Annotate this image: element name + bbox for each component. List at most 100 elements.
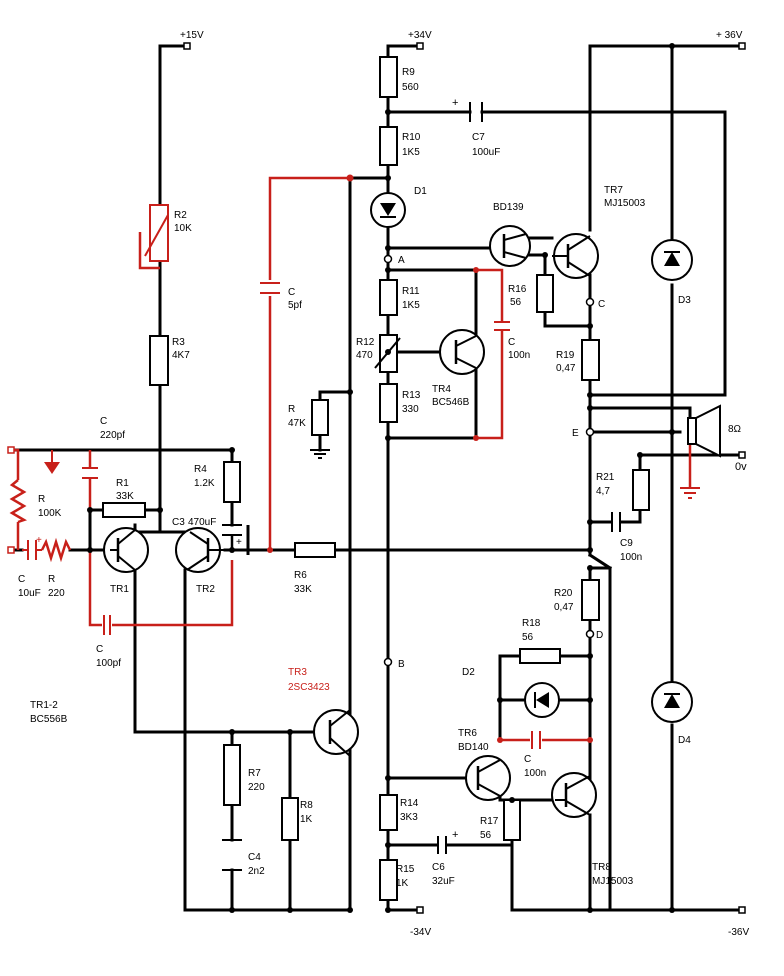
rail-gnd-label: 0v [735,461,747,473]
rail-m34-label: -34V [410,927,431,938]
r47k-ref: R [288,404,295,415]
c3-ref: C3 [172,517,185,528]
tr6-ref: TR6 [458,728,477,739]
tr7-val: MJ15003 [604,198,646,209]
r2-wiper [144,214,169,257]
tr2-ref: TR2 [196,584,215,595]
red-modifications [10,176,692,742]
r17-resistor [503,799,521,841]
c3-capacitor [222,524,250,555]
r19-ref: R19 [556,350,575,361]
rin-ref: R [48,574,55,585]
r6-resistor [294,542,336,558]
r9-resistor [379,56,398,98]
c5pf-val: 5pf [288,300,302,311]
r21-val: 4,7 [596,486,610,497]
r19-resistor [581,339,600,381]
node-e-label: E [572,428,579,439]
ground-triangle-icon [44,462,60,474]
d2-ref: D2 [462,667,475,678]
c5pf-ref: C [288,287,295,298]
c100n-bot-val: 100n [524,768,546,779]
r14-resistor [379,794,398,831]
tr8-ref: TR8 [592,862,611,873]
tr7-ref: TR7 [604,185,623,196]
c100n-top-ref: C [508,337,515,348]
c100pf-ref: C [96,644,103,655]
r16-val: 56 [510,297,522,308]
c7-polarity: + [452,97,458,109]
rin-resistor [40,537,72,563]
r6-ref: R6 [294,570,307,581]
c3-polarity: + [236,537,242,548]
d1-ref: D1 [414,186,427,197]
r14-val: 3K3 [400,812,418,823]
r4-ref: R4 [194,464,207,475]
c7-val: 100uF [472,147,500,158]
r10-val: 1K5 [402,147,420,158]
r15-ref: R15 [396,864,415,875]
r3-val: 4K7 [172,350,190,361]
c220-capacitor [82,467,98,479]
c4-val: 2n2 [248,866,265,877]
r47k-val: 47K [288,418,306,429]
node-a-label: A [398,255,405,266]
r12-val: 470 [356,350,373,361]
r13-val: 330 [402,404,419,415]
ground-icon [680,487,700,499]
tr4-ref: TR4 [432,384,451,395]
c100n-bot-capacitor [531,731,541,749]
r9-val: 560 [402,82,419,93]
r7-val: 220 [248,782,265,793]
r6-val: 33K [294,584,312,595]
r100k-ref: R [38,494,45,505]
c220-val: 220pf [100,430,125,441]
r1-ref: R1 [116,478,129,489]
r8-val: 1K [300,814,313,825]
node-d-label: D [596,630,603,641]
rin-val: 220 [48,588,65,599]
tr6-transistor [465,755,511,801]
node-c-label: C [598,299,605,310]
c9-val: 100n [620,552,642,563]
r47k-resistor [311,399,329,436]
r1-val: 33K [116,491,134,502]
speaker-icon [687,404,721,458]
r16-ref: R16 [508,284,527,295]
c3-val: 470uF [188,517,216,528]
r3-resistor [149,335,169,386]
tr4-val: BC546B [432,397,470,408]
c7-capacitor [469,102,483,122]
rail-p34-label: +34V [408,30,432,41]
r20-val: 0,47 [554,602,574,613]
r13-resistor [379,383,398,423]
c9-ref: C9 [620,538,633,549]
d1-diode [370,192,406,228]
rail-m36-label: -36V [728,927,749,938]
r100k-val: 100K [38,508,62,519]
r16-resistor [536,274,554,313]
bd139-transistor [489,225,531,267]
cin-ref: C [18,574,25,585]
c100n-bot-ref: C [524,754,531,765]
tr7-transistor [552,233,599,279]
c9-capacitor [611,512,621,532]
r11-ref: R11 [402,286,420,297]
c6-polarity: + [452,829,458,841]
r9-ref: R9 [402,67,415,78]
r18-ref: R18 [522,618,541,629]
r15-val: 1K [396,878,409,889]
c6-ref: C6 [432,862,445,873]
tr8-transistor [551,772,597,818]
r20-resistor [581,579,600,621]
r17-val: 56 [480,830,492,841]
tr12-val: BC556B [30,714,68,725]
d4-diode [651,681,693,723]
r1-resistor [102,502,146,518]
tr4-transistor [439,329,485,375]
d3-ref: D3 [678,295,691,306]
r14-ref: R14 [400,798,419,809]
r7-ref: R7 [248,768,261,779]
r21-ref: R21 [596,472,615,483]
c100pf-val: 100pf [96,658,121,669]
